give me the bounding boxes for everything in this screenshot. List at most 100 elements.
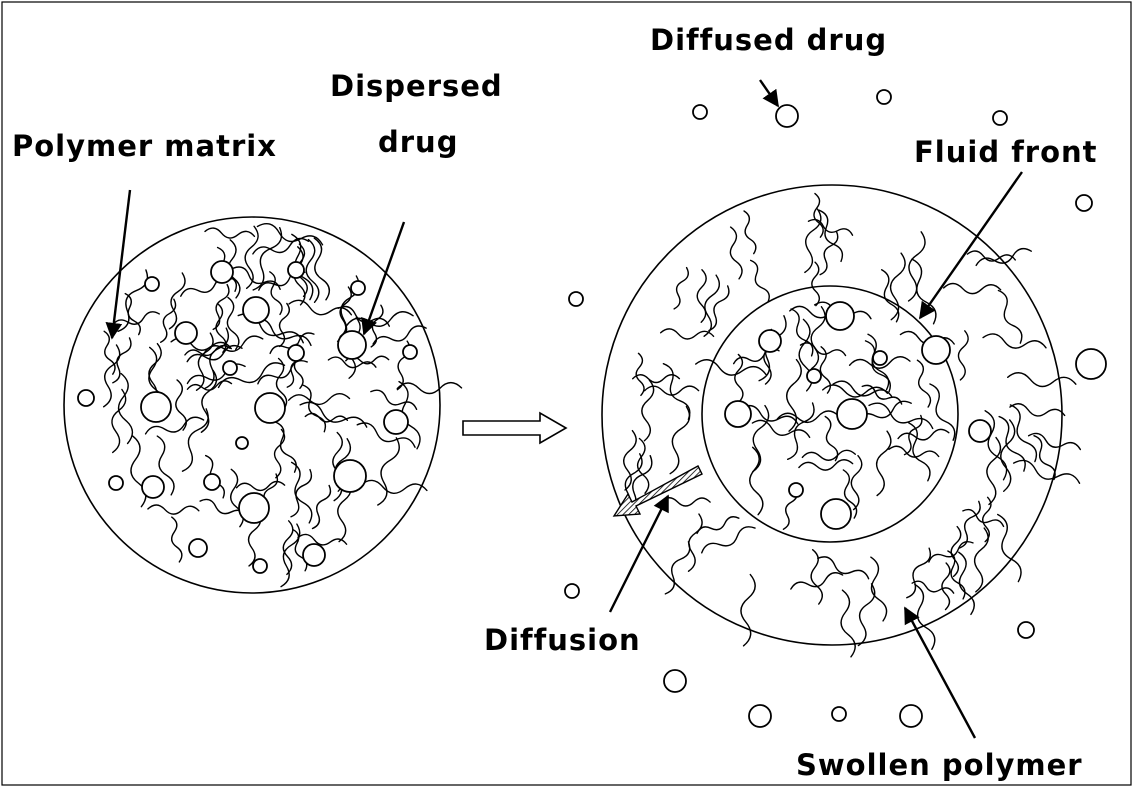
polymer-chain	[156, 435, 175, 496]
swollen-chain	[840, 589, 856, 658]
polymer-chain	[184, 344, 231, 357]
drug-particle	[1017, 621, 1035, 639]
swollen-chain	[810, 549, 823, 605]
swollen-chain	[966, 250, 1016, 262]
diffused-drug-pointer	[759, 79, 779, 108]
swollen-chain	[947, 550, 966, 600]
swollen-chain	[813, 192, 824, 238]
polymer-chain	[297, 533, 348, 546]
swollen-chain	[998, 415, 1026, 472]
swollen-chain	[807, 218, 854, 236]
drug-particle	[921, 335, 951, 365]
drug-particle	[333, 459, 367, 493]
polymer-chain	[273, 428, 286, 479]
polymer-chain	[204, 227, 256, 239]
polymer-chain	[734, 353, 744, 403]
polymer-chain	[396, 381, 463, 395]
polymer-chain	[311, 484, 332, 530]
polymer-chain	[168, 272, 186, 330]
drug-particle	[820, 498, 852, 530]
polymer-chain	[232, 266, 281, 291]
drug-particle	[174, 321, 198, 345]
dispersed-drug-particles	[77, 260, 418, 574]
swollen-chain	[743, 210, 757, 255]
polymer-chain	[741, 404, 799, 425]
polymer-chain	[749, 446, 764, 516]
polymer-chain	[170, 516, 183, 563]
swollen-chain	[986, 436, 1002, 506]
drug-particle	[692, 104, 708, 120]
polymer-chain	[372, 325, 427, 345]
swollen-chain	[911, 580, 955, 594]
swollen-chain	[907, 231, 926, 302]
polymer-chain	[824, 415, 839, 462]
diffusion-hatched-arrow	[612, 465, 703, 517]
polymer-chain	[111, 388, 127, 454]
swollen-chain	[703, 274, 721, 337]
polymer-chain	[850, 454, 863, 511]
drug-particle	[724, 400, 752, 428]
fluid-front-outline	[701, 285, 959, 543]
matrix-outline	[63, 216, 441, 594]
polymer-chain	[102, 344, 121, 408]
drug-particle	[1075, 348, 1107, 380]
swollen-chain	[817, 556, 870, 580]
polymer-chain	[751, 419, 811, 439]
drug-particle	[302, 543, 326, 567]
polymer-chain	[776, 410, 839, 424]
polymer-chain	[186, 380, 233, 391]
drug-particle	[899, 704, 923, 728]
drug-particle	[287, 344, 305, 362]
drug-particle	[210, 260, 234, 284]
polymer-chain	[112, 337, 132, 384]
swollen-chain	[1012, 459, 1081, 484]
swollen-chain	[1009, 404, 1038, 463]
dry-matrix	[63, 216, 463, 594]
drug-particle	[968, 419, 992, 443]
polymer-chain	[377, 437, 400, 506]
polymer-chain	[908, 422, 931, 482]
drug-particle	[350, 280, 366, 296]
polymer-chain	[842, 469, 858, 519]
polymer-chain	[868, 402, 934, 430]
polymer-chain	[313, 237, 331, 301]
polymer-chain	[212, 283, 230, 331]
swollen-chain	[957, 330, 969, 381]
drug-particle	[831, 706, 847, 722]
polymer-chain	[244, 225, 259, 290]
drug-particle	[383, 409, 409, 435]
swollen-chain	[950, 525, 962, 578]
polymer-chain	[875, 430, 892, 497]
swollen-chain	[819, 230, 839, 276]
swollen-chain	[700, 526, 756, 554]
polymer-chain	[752, 404, 770, 473]
swollen-chain	[804, 208, 822, 274]
polymer-chain	[305, 238, 320, 303]
polymer-chain	[144, 416, 205, 435]
swollen-chain	[906, 547, 932, 599]
polymer-chain	[339, 286, 352, 338]
polymer-chain	[916, 359, 932, 408]
polymer-chain	[360, 479, 428, 494]
polymer-chain	[282, 520, 294, 576]
polymer-chain	[302, 384, 327, 433]
label-dispersed-drug-line2: drug	[378, 125, 458, 159]
swollen-chain	[659, 328, 715, 340]
drug-particle	[144, 276, 160, 292]
swollen-chain	[632, 374, 681, 384]
swollen-chain	[673, 266, 689, 310]
drug-particle	[108, 475, 124, 491]
polymer-chain	[256, 222, 324, 246]
swollen-chain	[870, 556, 888, 622]
polymer-chain	[861, 384, 903, 405]
polymer-chain	[200, 369, 218, 433]
swollen-chain	[1000, 419, 1016, 492]
polymer-chain	[217, 362, 286, 389]
polymer-chain	[356, 422, 416, 448]
drug-particle	[141, 475, 165, 499]
polymer-matrix-pointer	[105, 189, 132, 340]
diffusion-pointer	[608, 494, 670, 613]
drug-particle	[203, 473, 221, 491]
polymer-chain	[124, 292, 141, 336]
polymer-chain	[252, 237, 310, 255]
